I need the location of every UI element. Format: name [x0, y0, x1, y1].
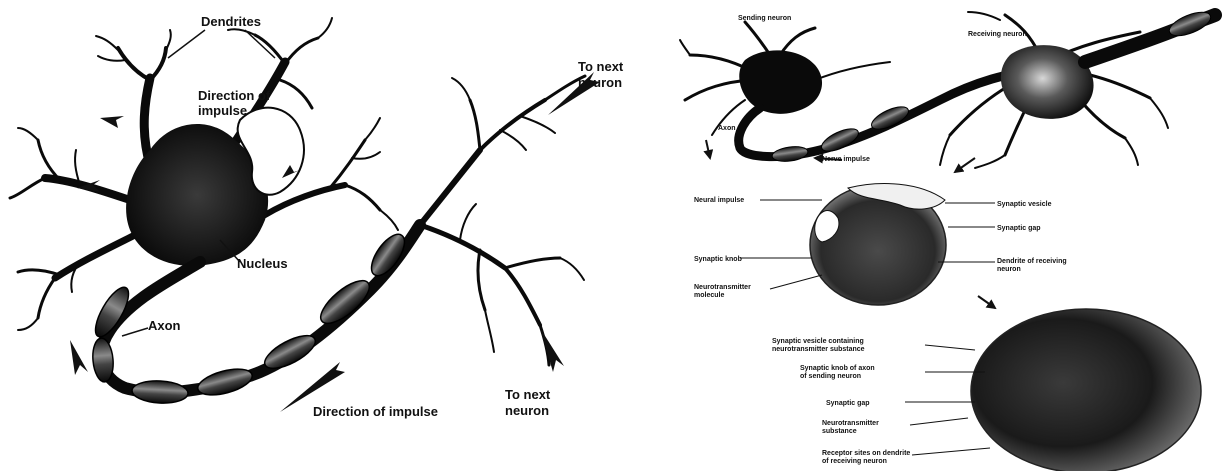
label-nerve-impulse: Nerve impulse	[822, 156, 870, 163]
label-dendrites: Dendrites	[201, 14, 261, 29]
label-nucleus: Nucleus	[237, 256, 288, 271]
axon-down-arrow	[706, 140, 710, 158]
label-synaptic-gap-2: Synaptic gap	[826, 400, 870, 407]
zoom-arrow-1	[955, 158, 975, 172]
left-neuron-diagram: Dendrites Direction of impulse To next n…	[10, 14, 624, 419]
zoom-arrow-2	[978, 296, 995, 308]
label-knob-of-axon-2: of sending neuron	[800, 373, 861, 380]
label-neurotransmitter-molecule: Neurotransmitter	[694, 284, 751, 291]
left-axon-terminals	[420, 76, 585, 365]
label-to-next-neuron-top-2: neuron	[578, 75, 622, 90]
leader-dendrites-left	[168, 30, 205, 58]
label-vesicle-containing: Synaptic vesicle containing	[772, 338, 864, 345]
label-axon: Axon	[148, 318, 181, 333]
label-to-next-neuron-bottom-2: neuron	[505, 403, 549, 418]
label-receptor-sites: Receptor sites on dendrite	[822, 450, 910, 457]
receiving-neuron-body	[1001, 45, 1094, 119]
label-receiving-neuron: Receiving neuron	[968, 31, 1027, 38]
label-dendrite-receiving-2: neuron	[997, 266, 1021, 273]
label-to-next-neuron-bottom: To next	[505, 387, 551, 402]
label-neurotransmitter-substance: Neurotransmitter	[822, 420, 879, 427]
label-neurotransmitter-molecule-2: molecule	[694, 292, 724, 299]
label-direction-impulse-top-2: impulse	[198, 103, 247, 118]
receiving-myelin	[1166, 7, 1214, 40]
leader-dendrites-right	[245, 30, 275, 58]
label-dendrite-receiving: Dendrite of receiving	[997, 258, 1067, 265]
label-synaptic-gap: Synaptic gap	[997, 225, 1041, 232]
label-neurotransmitter-substance-2: substance	[822, 428, 857, 435]
label-synaptic-vesicle: Synaptic vesicle	[997, 201, 1052, 208]
receptor-zoom-circle	[971, 309, 1201, 471]
label-to-next-neuron-top: To next	[578, 59, 624, 74]
label-direction-impulse-top: Direction of	[198, 88, 271, 103]
label-receptor-sites-2: of receiving neuron	[822, 458, 887, 465]
label-direction-impulse-bottom: Direction of impulse	[313, 404, 438, 419]
sending-neuron-body	[739, 50, 822, 114]
leader-axon	[122, 328, 148, 336]
label-knob-of-axon: Synaptic knob of axon	[800, 365, 875, 372]
label-sending-neuron: Sending neuron	[738, 15, 791, 22]
label-vesicle-containing-2: neurotransmitter substance	[772, 346, 865, 353]
label-neural-impulse: Neural impulse	[694, 197, 744, 204]
label-synaptic-knob: Synaptic knob	[694, 256, 742, 263]
right-synapse-diagram: Sending neuron Receiving neuron Axon Ner…	[680, 7, 1215, 471]
label-right-axon: Axon	[718, 125, 736, 132]
